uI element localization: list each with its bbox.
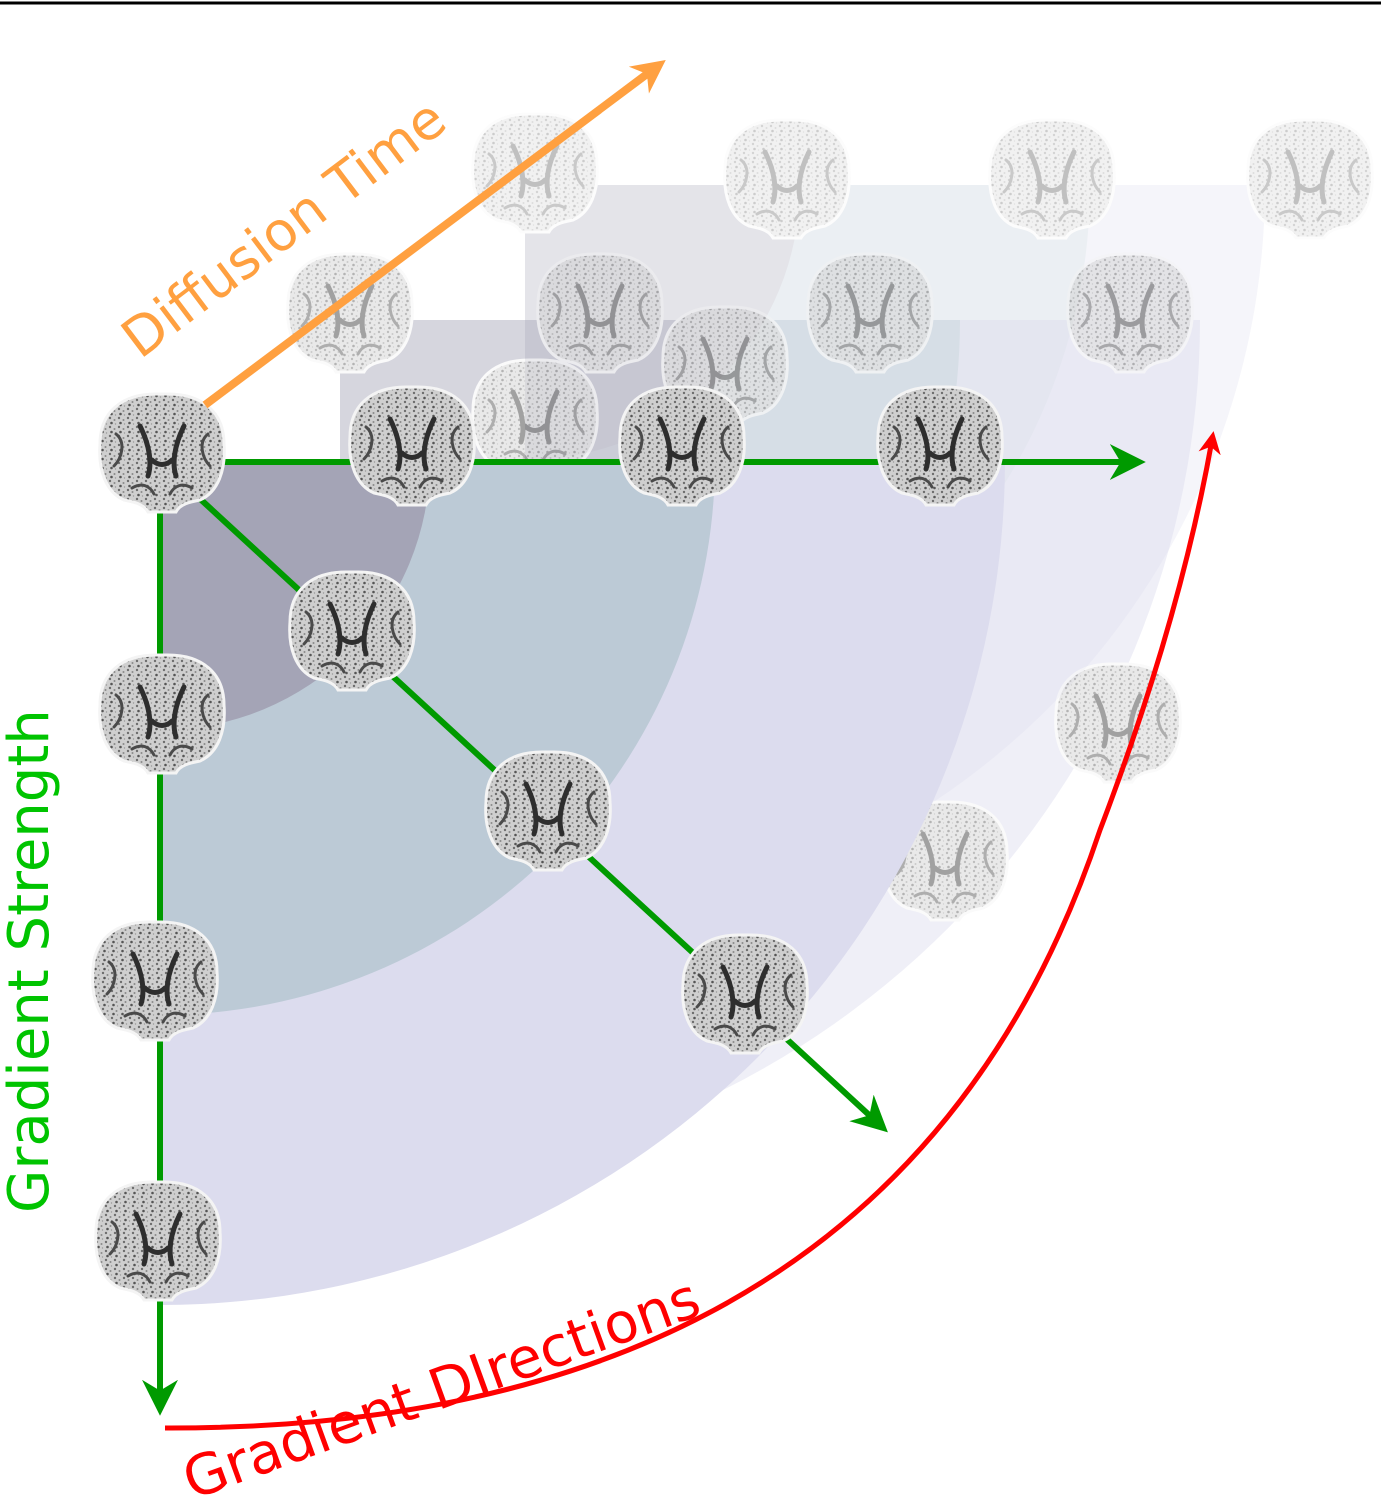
brain-slice-icon: [1248, 120, 1373, 238]
brain-slice-icon: [486, 752, 611, 870]
brain-slice-icon: [288, 254, 413, 372]
brain-slice-icon: [538, 254, 663, 372]
diffusion-time-arrow: [202, 59, 666, 409]
brain-slice-icon: [1056, 664, 1181, 782]
brain-slice-icon: [683, 935, 808, 1053]
brain-slice-icon: [350, 387, 475, 505]
brain-slice-icon: [808, 254, 933, 372]
brain-slice-icon: [100, 394, 225, 512]
brain-slice-icon: [96, 1182, 221, 1300]
brain-slice-icon: [93, 922, 218, 1040]
gradient-directions-arc: [164, 431, 1221, 1431]
brain-slice-icon: [100, 655, 225, 773]
brain-slice-icon: [473, 114, 598, 232]
brain-slice-icon: [725, 120, 850, 238]
brain-slice-icon: [290, 572, 415, 690]
brain-slice-icon: [990, 120, 1115, 238]
brain-slice-icon: [1068, 254, 1193, 372]
brain-slice-icon: [878, 387, 1003, 505]
gradient-strength-label: Gradient Strength: [0, 709, 62, 1213]
layer-diffusion-time-1: [93, 387, 1146, 1416]
brain-slice-icon: [620, 387, 745, 505]
gradient-directions-label: Gradient DIrections: [175, 1266, 709, 1508]
